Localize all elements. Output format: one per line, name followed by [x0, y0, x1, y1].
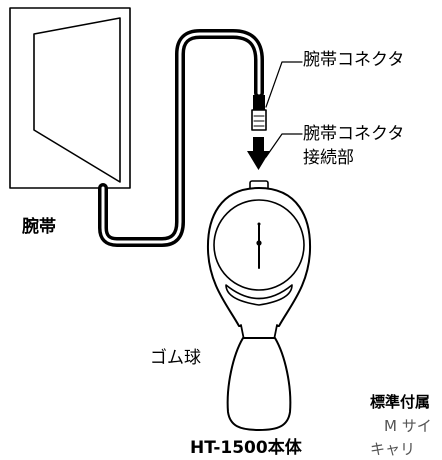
label-cuff: 腕帯 [22, 217, 56, 237]
rubber-bulb [226, 337, 292, 431]
cuff-inner-panel [33, 17, 121, 183]
release-valve [225, 284, 293, 306]
label-rubber-bulb: ゴム球 [150, 348, 201, 368]
leader-line-joint [265, 133, 303, 158]
label-cuff-connector: 腕帯コネクタ [303, 50, 405, 70]
down-arrow-icon [253, 137, 264, 151]
cuff-connector [251, 109, 267, 131]
cuff-outline [9, 7, 131, 189]
label-cuff-connector-joint: 腕帯コネクタ 接続部 [303, 124, 405, 168]
label-accessory-line2: キャリ [370, 440, 416, 458]
label-main-unit: HT-1500本体 [190, 438, 302, 458]
leader-line-connector [265, 61, 303, 108]
label-standard-accessories: 標準付属 [370, 393, 431, 411]
label-accessory-line1: M サイ [384, 417, 432, 435]
